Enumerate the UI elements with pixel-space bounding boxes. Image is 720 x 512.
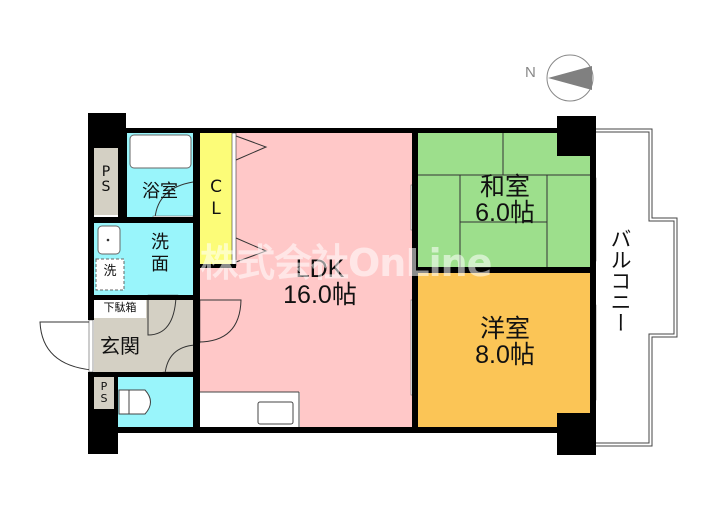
wall-closet-bottom <box>200 264 236 268</box>
entrance-label: 玄関 <box>100 334 140 358</box>
shoebox <box>94 300 146 318</box>
ps-top-label: P S <box>101 164 111 195</box>
wall-bottom-left-column <box>88 409 118 454</box>
compass: N <box>520 50 600 102</box>
wall-core-right <box>193 133 200 427</box>
wall-left-upper <box>88 113 94 320</box>
youshitsu-label: 洋室 8.0帖 <box>475 315 535 370</box>
ps-top <box>94 148 118 215</box>
closet <box>200 133 232 266</box>
ps-bottom <box>94 377 114 409</box>
bath-label: 浴室 <box>142 181 178 202</box>
column-bottom-right <box>557 413 596 455</box>
closet-label: C L <box>210 177 222 220</box>
wall-ps-toilet <box>114 377 118 427</box>
wall-right <box>590 133 596 433</box>
washitsu-label: 和室 6.0帖 <box>475 173 535 228</box>
compass-arrow-icon <box>546 54 594 102</box>
washroom-label: 洗面 <box>151 232 169 275</box>
washer-label: 洗 <box>103 264 117 279</box>
watermark: 株式会社OnLine <box>200 241 492 285</box>
balcony-label: バルコニー <box>608 228 632 333</box>
ldk-label: LDK 16.0帖 <box>283 255 357 310</box>
wall-washroom-hall <box>94 295 194 300</box>
wall-top <box>126 128 596 133</box>
wall-washitsu-youshitsu <box>418 267 593 273</box>
ps-bottom-label: P S <box>100 380 108 405</box>
wall-ps-divider <box>118 133 127 217</box>
column-top-right <box>557 116 596 156</box>
wall-hall-toilet <box>94 372 195 377</box>
north-label: N <box>525 64 536 81</box>
wall-bottom <box>114 427 596 433</box>
youshitsu-room <box>418 272 593 427</box>
wall-bath-washroom <box>94 217 194 223</box>
wall-ldk-rooms <box>412 133 418 427</box>
shoebox-label: 下駄箱 <box>103 301 137 314</box>
